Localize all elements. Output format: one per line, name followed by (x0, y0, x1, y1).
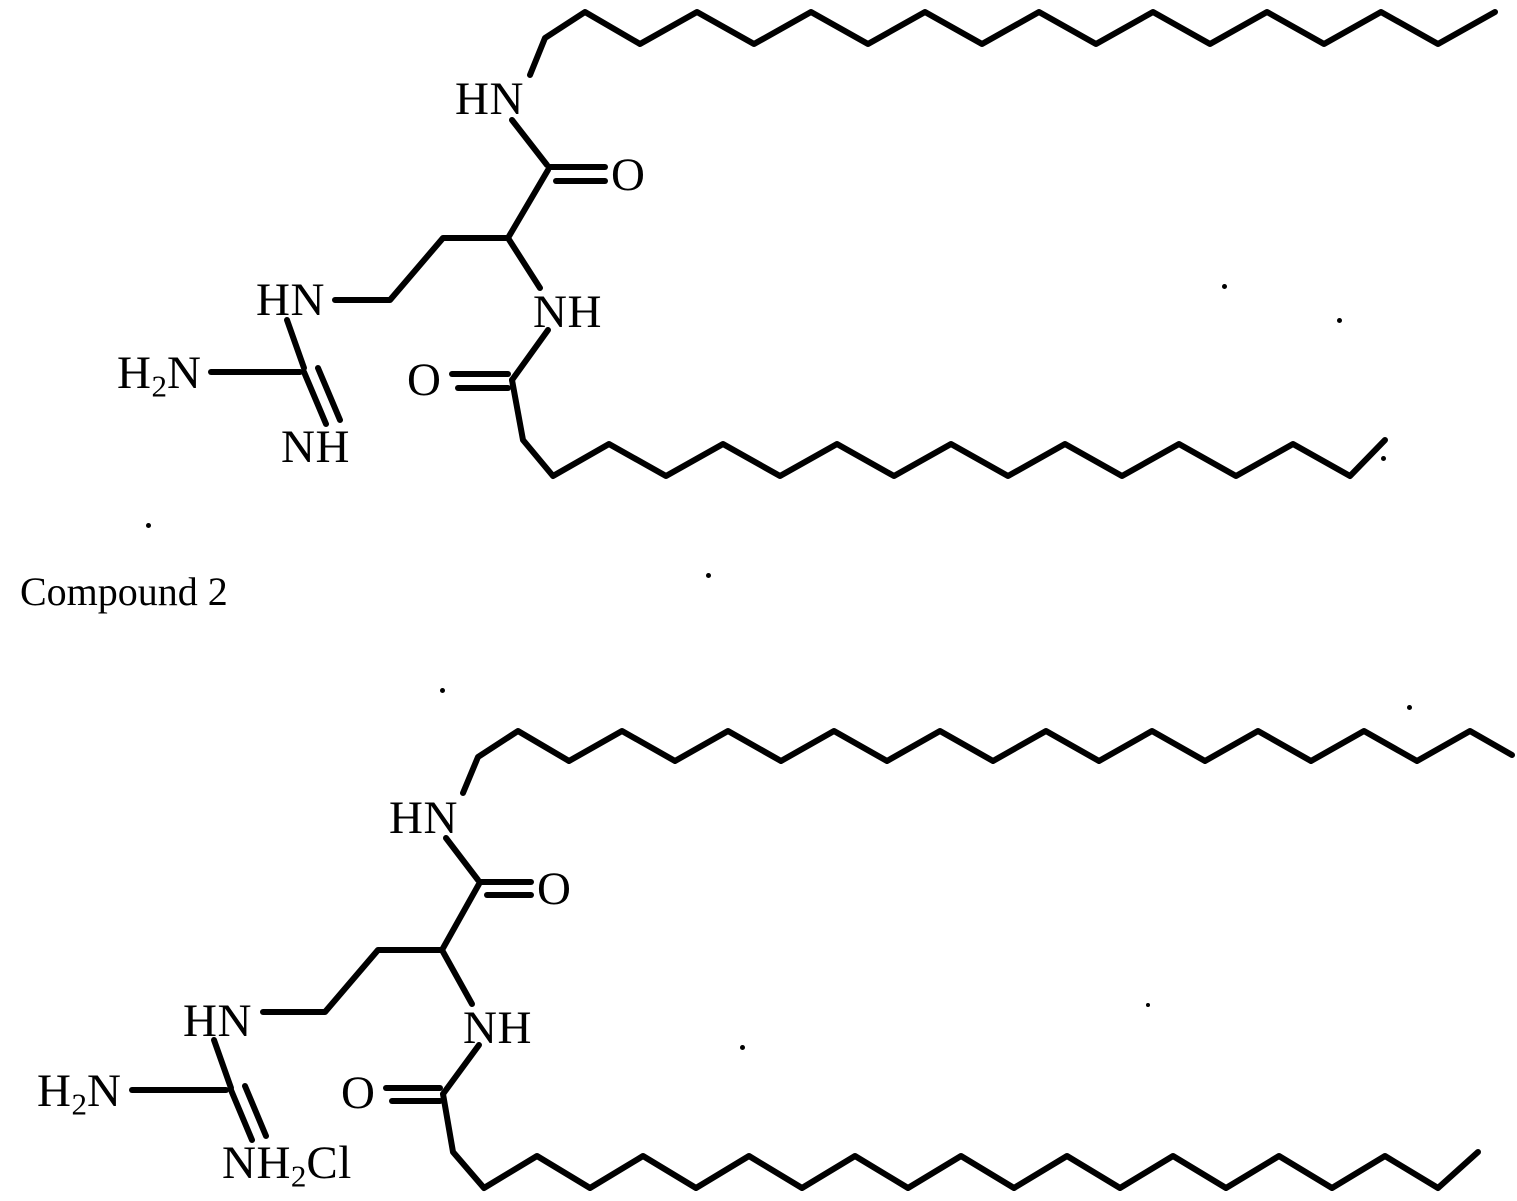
c1-guan-cn-2 (315, 365, 343, 423)
c2-amide-carbonyl-o-label: O (537, 863, 572, 915)
compound-caption: Compound 2 (20, 569, 228, 614)
c2-guan-cn-2 (242, 1083, 269, 1139)
scan-speck (740, 1045, 745, 1050)
c2-alkyl-chain (460, 728, 1515, 796)
c1-guanidine-hn-label: HN (256, 274, 325, 326)
c1-amide-nh-label: HN (455, 73, 524, 125)
scan-speck (1222, 284, 1227, 289)
c2-guan-cn-1 (228, 1087, 255, 1143)
c1-acyl-carbonyl-o-label: O (407, 354, 442, 406)
c2-amide-nh-label: HN (389, 792, 458, 844)
scan-speck (1381, 456, 1386, 461)
c2-h2n-n: N (86, 1065, 122, 1117)
scan-speck (440, 688, 445, 693)
c1-bond-hn-guanC (284, 317, 307, 371)
c2-guanidine-nh2cl-label: NH2Cl (222, 1140, 352, 1192)
c2-nh2cl-subscript: 2 (290, 1158, 307, 1194)
c2-bond-hn-guanC (211, 1037, 234, 1091)
c1-amide-carbonyl-o-label: O (611, 149, 646, 201)
scan-speck (1407, 705, 1412, 710)
c1-bond-hn-carbonyl (509, 117, 550, 168)
c1-guanidine-h2n-label: H2N (117, 350, 201, 402)
c2-h2n-h: H (37, 1065, 72, 1117)
scan-speck (1146, 1003, 1150, 1007)
scan-speck (1337, 318, 1342, 323)
c1-alpha-nh-label: NH (533, 286, 602, 338)
c2-h2n-subscript: 2 (71, 1086, 87, 1122)
c1-h2n-n: N (166, 347, 202, 399)
c1-alkyl-chain (527, 9, 1498, 78)
c1-guan-cn-1 (301, 369, 329, 427)
c2-acyl-chain (440, 1091, 1481, 1191)
c2-guanidine-h2n-label: H2N (37, 1068, 121, 1120)
c2-guanidine-hn-label: HN (183, 995, 252, 1047)
c1-guanidine-nh-label: NH (281, 421, 350, 473)
c2-bond-hn-carbonyl (443, 835, 481, 883)
c1-h2n-h: H (117, 347, 152, 399)
c2-nh2cl-nh: NH (222, 1137, 291, 1189)
c2-bond-alpha-nh (439, 947, 475, 1007)
c1-bond-alpha-nh (505, 235, 543, 291)
c2-propyl-linker (260, 947, 445, 1015)
c1-h2n-subscript: 2 (151, 368, 167, 404)
c2-alpha-nh-label: NH (463, 1002, 532, 1054)
c1-propyl-linker (332, 235, 511, 303)
scan-speck (146, 523, 151, 528)
c2-nh2cl-cl: Cl (306, 1137, 352, 1189)
c1-acyl-chain (509, 377, 1388, 479)
scan-speck (706, 573, 711, 578)
c1-bond-carbonyl-alpha (505, 167, 551, 241)
c2-acyl-carbonyl-o-label: O (341, 1067, 376, 1119)
c2-bond-carbonyl-alpha (439, 881, 482, 953)
